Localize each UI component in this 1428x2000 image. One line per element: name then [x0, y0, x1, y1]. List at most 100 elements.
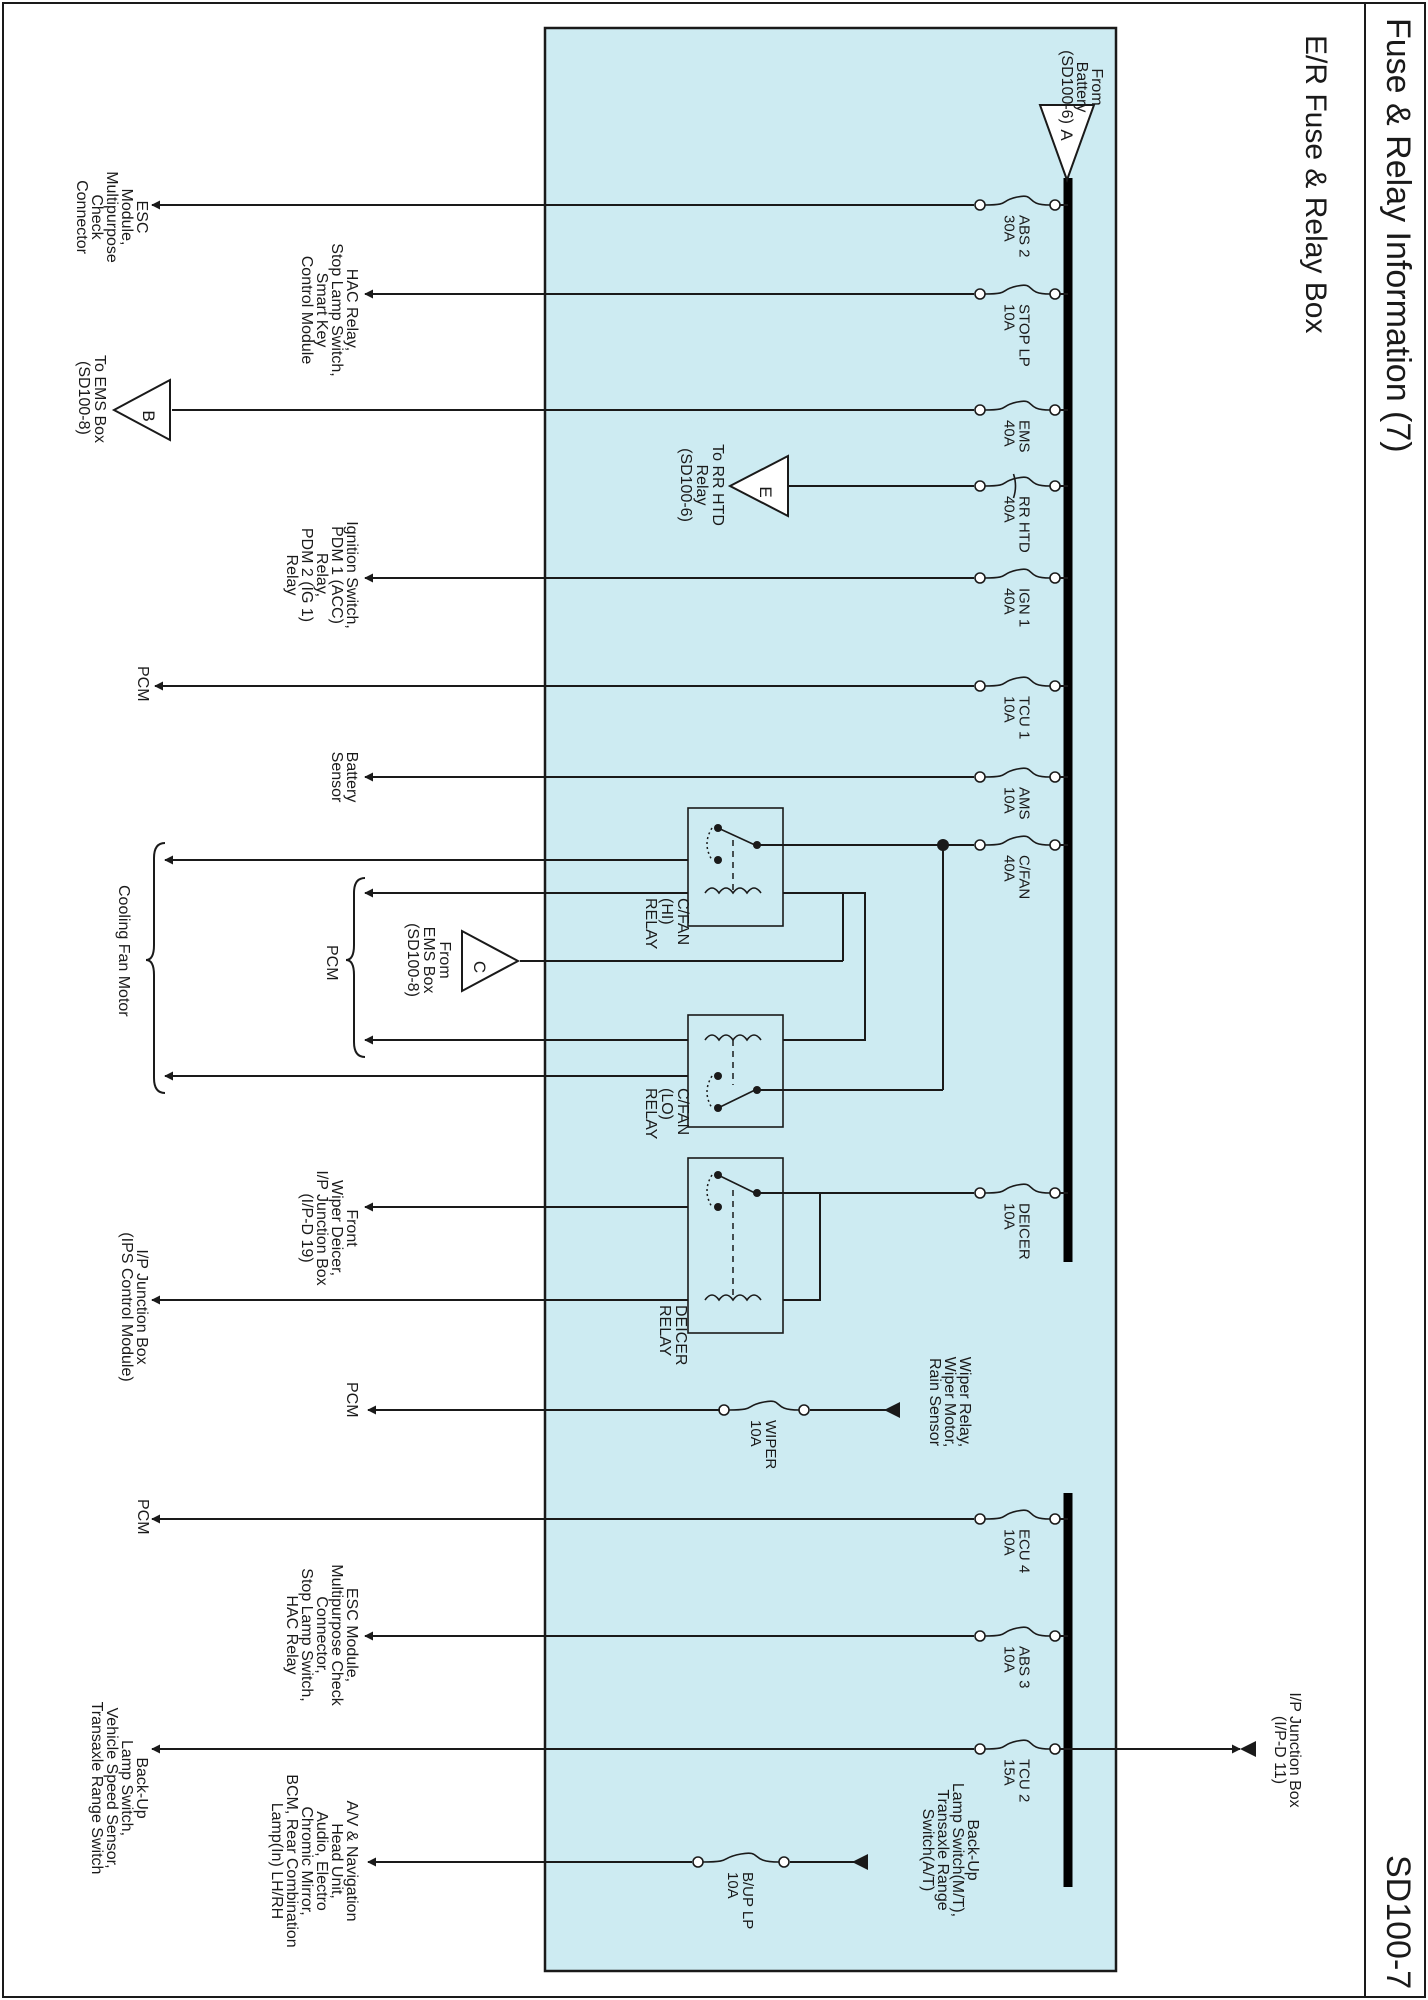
source-line: I/P Junction Box — [1286, 1692, 1303, 1807]
fuse-element — [984, 284, 1051, 295]
dest-line: Cooling Fan Motor — [115, 885, 132, 1017]
wire-coil-link-b — [783, 892, 866, 1041]
dest-line: ESC — [133, 201, 150, 234]
fuse-element — [984, 1739, 1051, 1750]
connector-c-line: (SD100-8) — [404, 923, 421, 997]
source-line: Transaxle Range — [934, 1789, 951, 1910]
dest-ign1-label: Ignition Switch, PDM 1 (ACC) Relay, PDM … — [283, 521, 360, 629]
dest-line: Check — [88, 194, 105, 240]
source-line: Lamp Switch(M/T), — [949, 1783, 966, 1917]
relay-switch-arm — [717, 827, 756, 846]
fuse-terminal — [974, 680, 986, 692]
source-wiper-label: Wiper Relay, Wiper Motor, Rain Sensor — [926, 1357, 973, 1448]
fuse-name: AMS — [1016, 787, 1033, 820]
fuse-terminal — [974, 1513, 986, 1525]
fuse-terminal — [974, 572, 986, 584]
fuse-terminal — [974, 480, 986, 492]
dest-tcu2-label: Back-Up Lamp Switch, Vehicle Speed Senso… — [88, 1702, 150, 1875]
fuse-rating: 40A — [1001, 420, 1018, 447]
connector-c-line: From — [436, 941, 453, 978]
fuse-name: WIPER — [762, 1420, 779, 1469]
fuse-rating: 10A — [1001, 1529, 1018, 1556]
relay-label-line: DEICER — [672, 1305, 689, 1365]
dest-wiper-out-label: PCM — [343, 1382, 360, 1418]
relay-cfan-lo-label: C/FAN (LO) RELAY — [642, 1088, 691, 1140]
relay-contact-dotted — [706, 1174, 713, 1208]
relay-cfan-lo-box — [687, 1014, 784, 1128]
relay-coil — [704, 1294, 762, 1302]
relay-deicer-box — [687, 1157, 784, 1334]
relay-contact — [714, 856, 722, 864]
relay-contact — [714, 1104, 722, 1112]
fuse-element — [984, 1509, 1051, 1520]
dest-line: PCM — [134, 666, 151, 702]
dest-line: Wiper Deicer, — [328, 1180, 345, 1276]
dest-line: PDM 2 (IG 1) — [298, 528, 315, 622]
fuse-element — [984, 1626, 1051, 1637]
fuse-terminal — [1049, 572, 1061, 584]
relay-label-line: C/FAN — [674, 1088, 691, 1135]
dest-line: Front — [343, 1209, 360, 1247]
fuse-element — [702, 1852, 780, 1863]
fuse-terminal — [974, 1630, 986, 1642]
dest-buplp-label: A/V & Navigation Head Unit, Audio, Elect… — [268, 1774, 360, 1947]
dest-line: ESC Module, — [343, 1588, 360, 1682]
connector-a-line: (SD100-6) — [1058, 50, 1075, 124]
brace-pcm-relay — [345, 877, 366, 1058]
fuse-element — [984, 568, 1051, 579]
fuse-terminal — [974, 288, 986, 300]
connector-a-line: From — [1088, 68, 1105, 105]
fuse-name: STOP LP — [1016, 304, 1033, 367]
relay-switch-arm — [717, 1174, 756, 1194]
fuse-terminal — [1049, 1743, 1061, 1755]
connector-c-line: EMS Box — [420, 927, 437, 994]
relay-label-line: (LO) — [658, 1088, 675, 1120]
relay-contact — [714, 1203, 722, 1211]
source-line: Rain Sensor — [926, 1358, 943, 1447]
dest-line: I/P Junction Box — [133, 1249, 150, 1364]
dest-line: PCM — [323, 945, 340, 981]
relay-cfan-hi-box — [687, 807, 784, 927]
dest-line: Sensor — [328, 752, 345, 803]
relay-label-line: RELAY — [656, 1305, 673, 1357]
source-arrow-buplp — [852, 1854, 868, 1870]
fuse-rating: 30A — [1001, 215, 1018, 242]
fuse-rating: 10A — [1001, 304, 1018, 331]
dest-line: Multipurpose — [103, 171, 120, 263]
fuse-terminal — [1049, 199, 1061, 211]
fuse-name: ECU 4 — [1016, 1529, 1033, 1573]
fuse-element — [984, 476, 1051, 487]
wires — [151, 200, 1241, 1867]
dest-line: Smart Key — [313, 273, 330, 348]
junction-dot — [937, 839, 949, 851]
fuse-element — [984, 400, 1051, 411]
fuse-name: TCU 1 — [1016, 696, 1033, 739]
fuse-terminal — [1049, 404, 1061, 416]
fuse-name: ABS 2 — [1016, 215, 1033, 258]
relay-contact-dotted — [706, 827, 713, 861]
fuse-terminal — [1049, 1513, 1061, 1525]
fuse-terminal — [1049, 1187, 1061, 1199]
dest-ams-label: Battery Sensor — [328, 752, 360, 803]
connector-a-letter: A — [1057, 129, 1076, 141]
dest-line: Connector, — [313, 1596, 330, 1673]
fuse-element — [728, 1400, 800, 1411]
dest-line: Vehicle Speed Sensor, — [103, 1707, 120, 1868]
dest-line: Module, — [118, 189, 135, 246]
wire-deicer-coil — [783, 1192, 821, 1301]
relay-label-line: RELAY — [642, 1088, 659, 1140]
connector-a-label: From Battery (SD100-6) — [1058, 50, 1105, 124]
dest-line: I/P Junction Box — [313, 1170, 330, 1285]
